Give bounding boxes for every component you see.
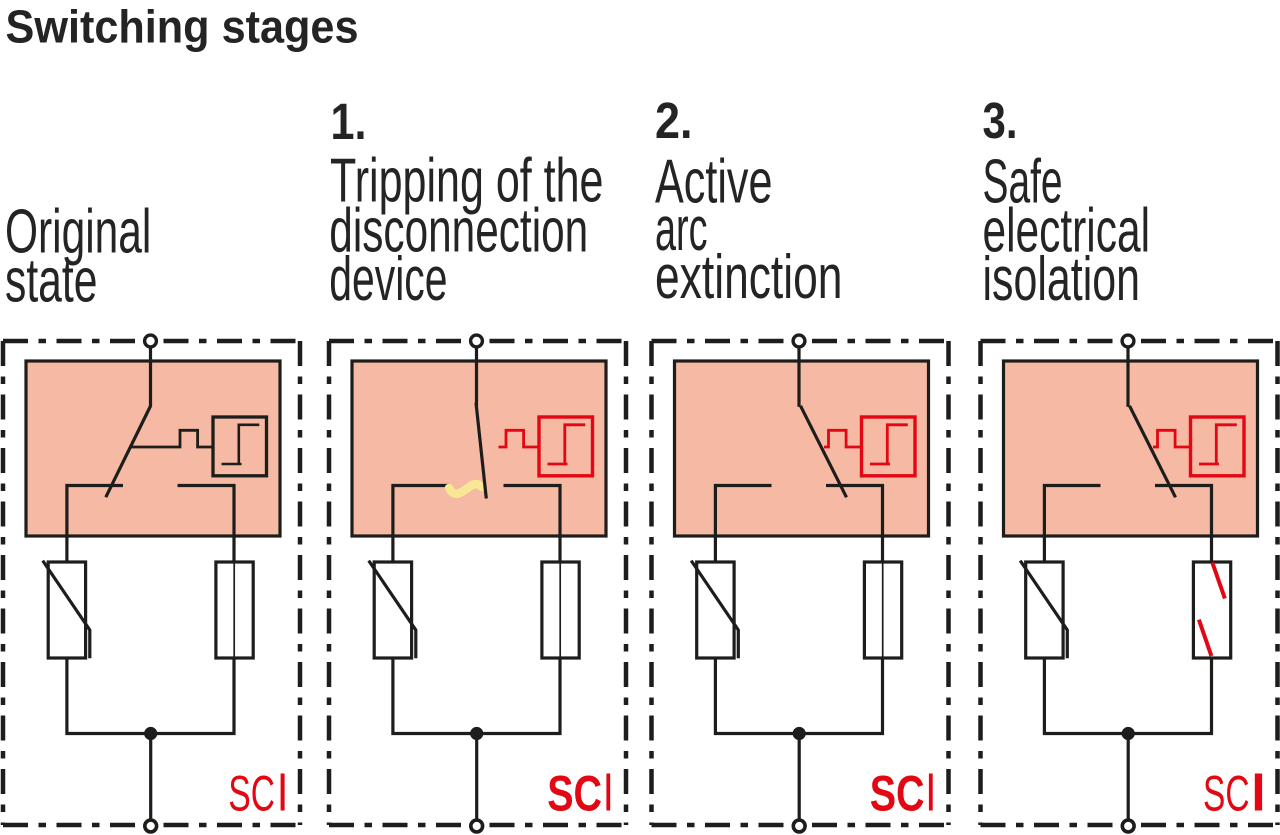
svg-text:Original: Original	[5, 198, 151, 267]
svg-text:Safe: Safe	[983, 147, 1063, 216]
svg-text:SC: SC	[547, 766, 602, 822]
svg-text:SC: SC	[228, 766, 275, 822]
svg-text:3.: 3.	[983, 92, 1018, 149]
svg-text:1.: 1.	[331, 93, 367, 150]
svg-text:state: state	[5, 246, 98, 315]
svg-text:arc: arc	[655, 195, 708, 264]
svg-text:disconnection: disconnection	[329, 197, 588, 266]
svg-text:extinction: extinction	[655, 243, 843, 312]
svg-text:Switching stages: Switching stages	[6, 0, 359, 52]
svg-text:device: device	[329, 245, 447, 314]
svg-text:electrical: electrical	[983, 197, 1151, 266]
svg-text:SC: SC	[1203, 766, 1250, 822]
svg-text:Tripping of the: Tripping of the	[330, 147, 604, 216]
svg-text:2.: 2.	[655, 92, 693, 149]
svg-text:SC: SC	[870, 766, 925, 822]
svg-text:Active: Active	[655, 147, 773, 216]
svg-text:isolation: isolation	[983, 245, 1141, 314]
